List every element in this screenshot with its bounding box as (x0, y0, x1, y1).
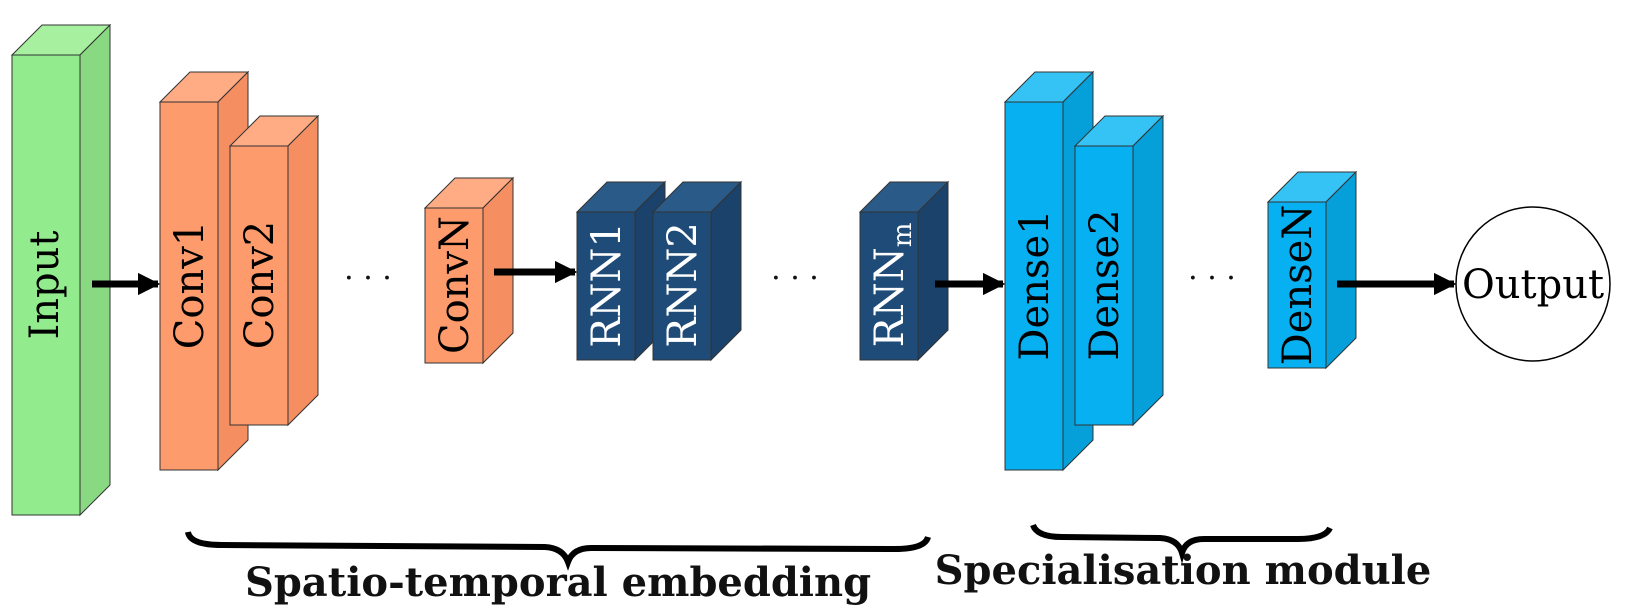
denseN-front-face (1267, 201, 1327, 369)
rnn2-label: RNN2 (660, 222, 706, 348)
brace-special-label: Specialisation module (935, 547, 1432, 594)
rnnm-front-face (859, 211, 919, 361)
input-label: Input (22, 230, 68, 339)
ellipsis-conv: · · · (344, 261, 392, 296)
dense2-block: Dense2 (1073, 114, 1165, 427)
denseN-block: DenseN (1266, 170, 1358, 370)
convN-label: ConvN (432, 216, 478, 354)
ellipsis-rnn: · · · (771, 261, 819, 296)
dense2-label: Dense2 (1082, 209, 1128, 360)
rnnm-label: RNNm (867, 223, 918, 348)
conv1-front-face (159, 101, 219, 471)
input-side-face (79, 23, 111, 517)
input-block: Input (10, 23, 112, 517)
rnn2-front-face (652, 211, 712, 361)
rnn2-block: RNN2 (651, 180, 743, 362)
rnnm-label-main: RNN (867, 247, 913, 347)
convN-front-face (424, 207, 484, 364)
brace-spatio-shape (185, 531, 931, 571)
conv2-block: Conv2 (228, 114, 320, 427)
dense2-side-face (1132, 114, 1164, 427)
brace-special-shape (1030, 523, 1333, 564)
output-label: Output (1462, 262, 1604, 308)
rnn2-side-face (710, 180, 742, 362)
arrows (92, 260, 1457, 296)
rnn1-block: RNN1 (575, 180, 667, 362)
output-node: Output (1455, 206, 1611, 362)
denseN-label: DenseN (1275, 205, 1321, 366)
dense1-front-face (1004, 101, 1064, 471)
conv2-front-face (229, 145, 289, 426)
dense1-label: Dense1 (1012, 209, 1058, 360)
denseN-side-face (1325, 170, 1357, 370)
brace-specialisation: Specialisation module (935, 523, 1432, 594)
rnnm-label-subscript: m (888, 223, 918, 248)
dense2-front-face (1074, 145, 1134, 426)
input-front-face (11, 54, 81, 516)
brace-spatio-temporal: Spatio-temporal embedding (185, 531, 931, 606)
rnnm-side-face (917, 180, 949, 362)
dense1-block: Dense1 (1003, 70, 1095, 472)
rnnm-block: RNNm (858, 180, 950, 362)
conv2-label: Conv2 (237, 221, 283, 350)
conv1-label: Conv1 (167, 221, 213, 350)
ellipsis-dense: · · · (1188, 261, 1236, 296)
rnn1-label: RNN1 (584, 222, 630, 348)
conv2-side-face (287, 114, 319, 427)
brace-spatio-label: Spatio-temporal embedding (245, 559, 871, 606)
rnn1-front-face (576, 211, 636, 361)
